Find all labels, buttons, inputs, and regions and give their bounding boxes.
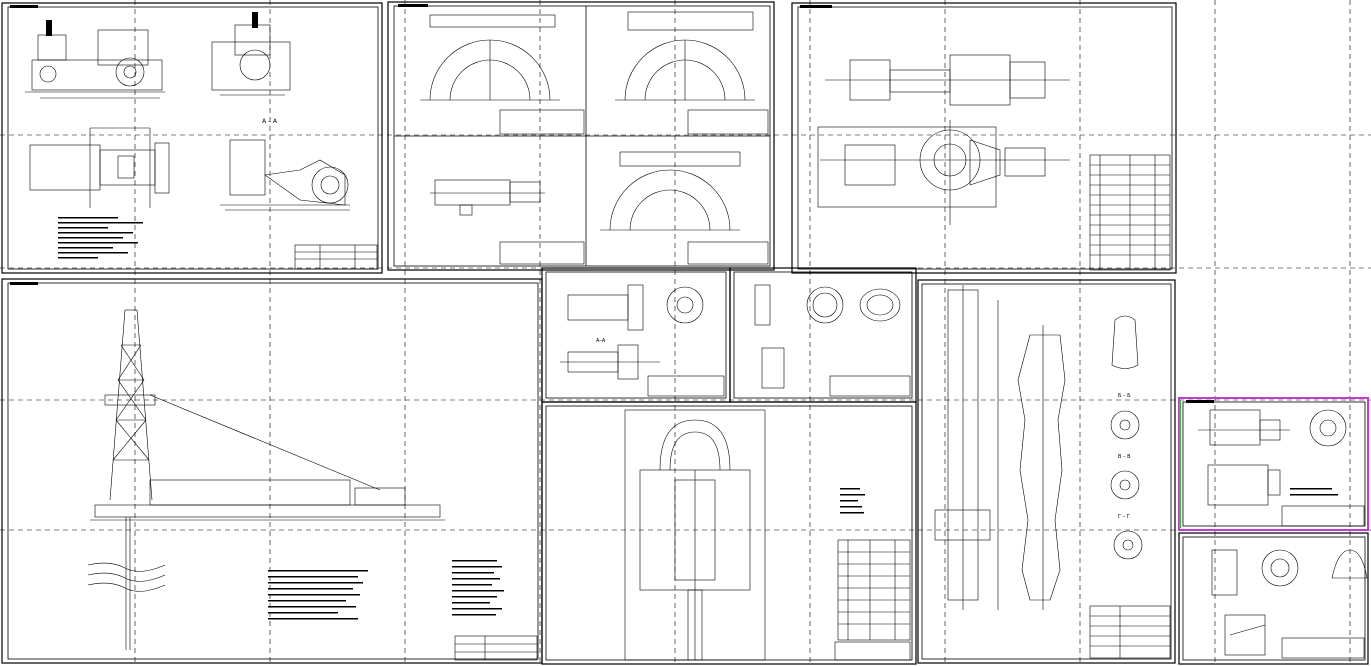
sheet-sleeve-detail[interactable]: А–А — [541, 267, 731, 403]
cross-sections: Б – Б В – В Г – Г — [1110, 315, 1143, 560]
section-label-g-g: Г – Г — [1118, 514, 1130, 520]
section-label-a-a-2: А–А — [596, 338, 606, 344]
pump-technical-notes — [58, 217, 143, 259]
sheet-pump-assembly[interactable]: А – А — [1, 2, 383, 274]
section-label-b-b: Б – Б — [1118, 393, 1131, 399]
downhole-tool-assembly — [934, 285, 999, 610]
flange-detail-3 — [600, 151, 741, 231]
selected-sleeve-title-block — [1281, 505, 1365, 527]
downhole-spec-table — [1089, 605, 1171, 659]
section-label-v-v: В – В — [1118, 454, 1131, 460]
rig-substructure — [90, 479, 445, 650]
sheet-drive-assembly[interactable] — [791, 2, 1177, 274]
selection-frame[interactable] — [1178, 397, 1369, 531]
cover-part-views — [1211, 549, 1368, 656]
sheet-downhole-tool[interactable]: Б – Б В – В Г – Г — [917, 279, 1176, 664]
drive-top-view — [825, 54, 1070, 106]
downhole-tool-detail — [1017, 325, 1066, 610]
pump-front-view — [25, 20, 165, 99]
sheet-flange-details[interactable] — [387, 1, 775, 271]
swivel-notes — [840, 488, 865, 514]
pump-title-block — [294, 244, 378, 270]
ring-views — [754, 284, 901, 389]
drive-specification-table — [1089, 154, 1171, 271]
rig-title-block — [454, 635, 538, 661]
sleeve-views: А–А — [560, 284, 704, 380]
pump-side-view — [211, 12, 291, 96]
ring-title-block — [829, 375, 911, 397]
sleeve-title-block — [647, 375, 725, 397]
derrick-mast — [104, 309, 381, 501]
shaft-detail — [430, 179, 545, 216]
flange-detail-1 — [420, 14, 560, 101]
flange-title-blocks — [499, 109, 769, 265]
swivel-section — [624, 409, 766, 661]
sheet-cover-parts[interactable] — [1178, 532, 1369, 665]
sheet-ring-parts[interactable] — [729, 267, 917, 403]
selected-sleeve-notes — [1290, 488, 1338, 496]
sheet-swivel-assembly[interactable] — [541, 401, 917, 665]
pump-top-view — [29, 127, 170, 208]
selected-sleeve-views — [1198, 409, 1347, 506]
sheet-selected-sleeve[interactable] — [1178, 397, 1369, 531]
ground-section — [87, 562, 166, 592]
pump-section-a-a: А – А — [220, 118, 350, 211]
cover-title-block — [1281, 637, 1365, 659]
flange-detail-2 — [615, 11, 755, 101]
rig-notes — [268, 560, 504, 620]
sheet-drilling-rig[interactable] — [1, 278, 543, 664]
swivel-spec-table — [837, 539, 911, 641]
drive-section-view — [817, 120, 1070, 225]
section-label-a-a: А – А — [262, 118, 278, 125]
swivel-title-block — [834, 641, 911, 661]
